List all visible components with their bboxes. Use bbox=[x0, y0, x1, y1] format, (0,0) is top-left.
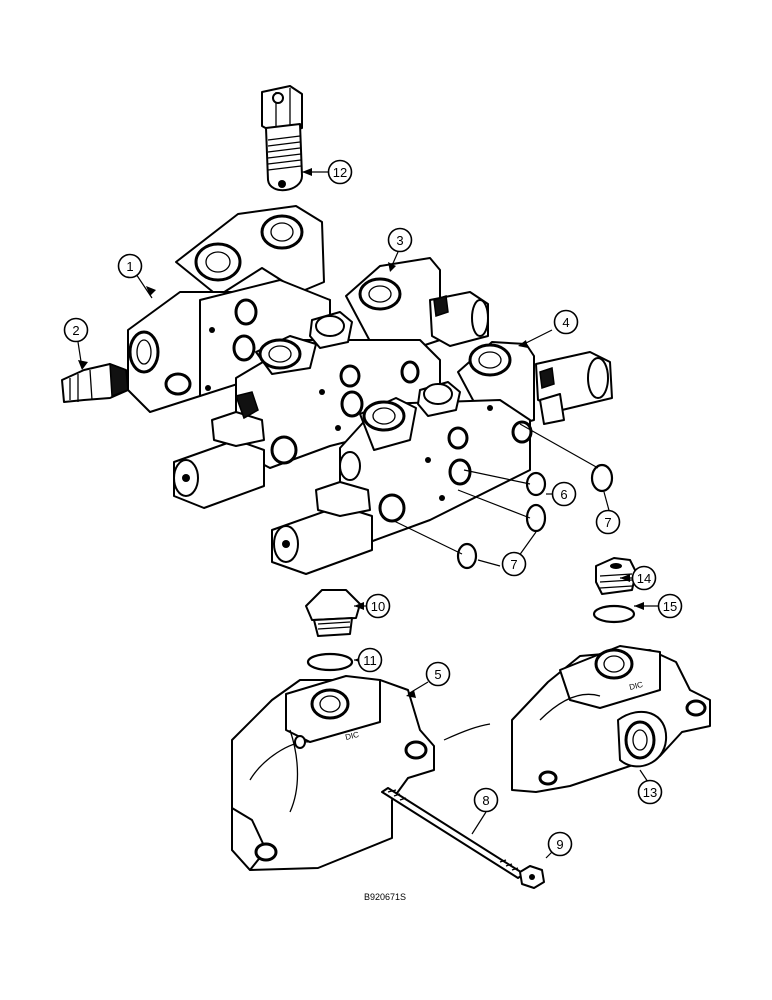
callout-circle bbox=[547, 831, 573, 857]
callout-label: 12 bbox=[333, 165, 347, 180]
relief-valve-cartridge bbox=[261, 85, 303, 192]
callout-label: 14 bbox=[637, 571, 651, 586]
callout-label: 15 bbox=[663, 599, 677, 614]
callout-c8: 8 bbox=[473, 787, 499, 813]
callout-circle bbox=[365, 593, 391, 619]
callout-label: 3 bbox=[396, 233, 403, 248]
svg-text:DIC: DIC bbox=[628, 680, 644, 692]
callout-circle bbox=[501, 551, 527, 577]
outlet-plug bbox=[305, 589, 361, 637]
callout-c12: 12 bbox=[327, 159, 353, 185]
callout-c7a: 7 bbox=[595, 509, 621, 535]
callout-c1: 1 bbox=[117, 253, 143, 279]
callout-label: 7 bbox=[604, 515, 611, 530]
outlet-port-plug-o-ring bbox=[592, 604, 636, 624]
outlet-port-plug bbox=[595, 557, 637, 595]
svg-text:DIC: DIC bbox=[344, 730, 360, 742]
hex-nut bbox=[519, 865, 545, 889]
callout-circle bbox=[551, 481, 577, 507]
callout-c5: 5 bbox=[425, 661, 451, 687]
callout-c11: 11 bbox=[357, 647, 383, 673]
callout-label: 6 bbox=[560, 487, 567, 502]
alternate-indicator-line bbox=[443, 723, 491, 741]
callout-circle bbox=[63, 317, 89, 343]
callout-c15: 15 bbox=[657, 593, 683, 619]
callout-circle bbox=[117, 253, 143, 279]
outlet-plug-o-ring bbox=[306, 652, 354, 672]
callout-label: 5 bbox=[434, 667, 441, 682]
callout-circle bbox=[631, 565, 657, 591]
callout-label: 2 bbox=[72, 323, 79, 338]
o-rings-loose bbox=[391, 423, 614, 570]
callout-c7b: 7 bbox=[501, 551, 527, 577]
callout-label: 10 bbox=[371, 599, 385, 614]
outlet-section-alternate: DIC bbox=[511, 645, 711, 793]
callout-label: 13 bbox=[643, 785, 657, 800]
spool-section-1 bbox=[173, 257, 489, 509]
callout-circle bbox=[473, 787, 499, 813]
inlet-plug-valve bbox=[61, 362, 129, 403]
callout-c9: 9 bbox=[547, 831, 573, 857]
callout-c14: 14 bbox=[631, 565, 657, 591]
callout-circle bbox=[425, 661, 451, 687]
callout-circle bbox=[327, 159, 353, 185]
callout-circle bbox=[595, 509, 621, 535]
callout-label: 9 bbox=[556, 837, 563, 852]
tie-rod-stud bbox=[381, 787, 525, 879]
callout-label: 8 bbox=[482, 793, 489, 808]
callout-label: 11 bbox=[363, 653, 377, 668]
callout-circle bbox=[357, 647, 383, 673]
callout-circle bbox=[387, 227, 413, 253]
callout-c4: 4 bbox=[553, 309, 579, 335]
callout-circle bbox=[553, 309, 579, 335]
callout-c13: 13 bbox=[637, 779, 663, 805]
drawing-number: B920671S bbox=[364, 892, 406, 902]
callout-c10: 10 bbox=[365, 593, 391, 619]
callout-label: 4 bbox=[562, 315, 569, 330]
callout-label: 1 bbox=[126, 259, 133, 274]
callout-c6: 6 bbox=[551, 481, 577, 507]
outlet-section: DIC bbox=[231, 675, 435, 871]
callout-c3: 3 bbox=[387, 227, 413, 253]
callout-circle bbox=[637, 779, 663, 805]
callout-label: 7 bbox=[510, 557, 517, 572]
callout-c2: 2 bbox=[63, 317, 89, 343]
callout-circle bbox=[657, 593, 683, 619]
